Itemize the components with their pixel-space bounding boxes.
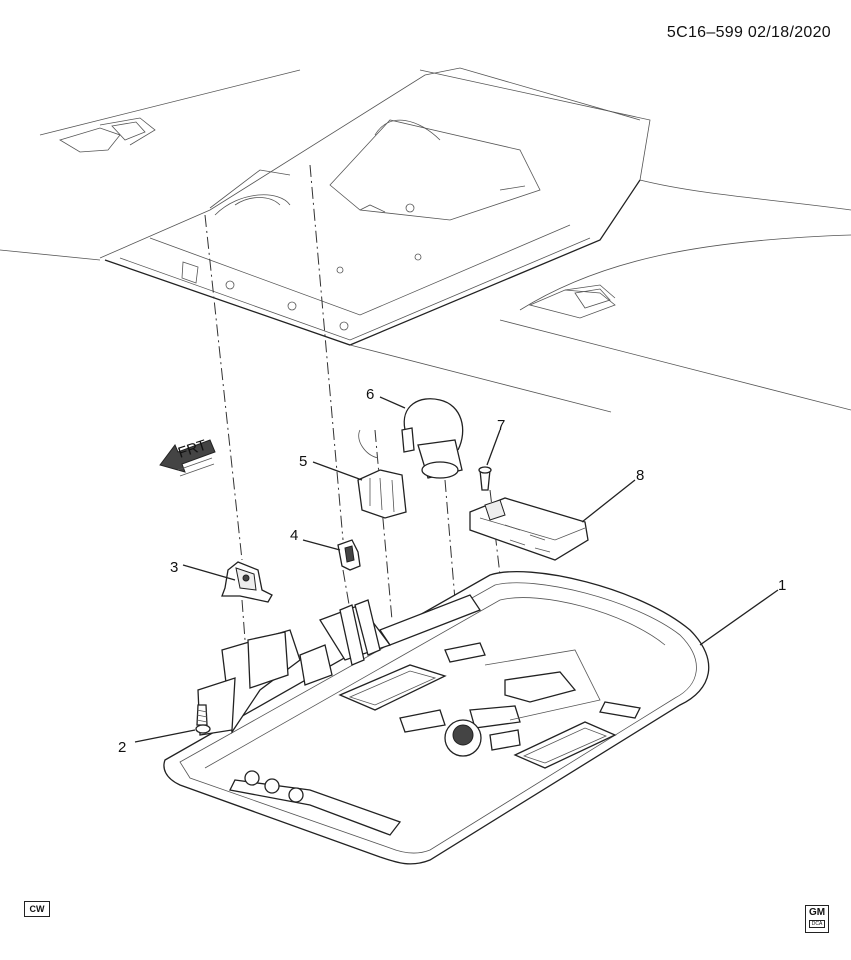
diagram-id-date: 5C16–599 02/18/2020 — [666, 24, 831, 41]
front-direction-arrow: FRT — [159, 437, 216, 477]
callout-8: 8 — [636, 467, 644, 484]
callout-2: 2 — [118, 739, 126, 756]
connector-part-5 — [357, 429, 407, 519]
callout-1: 1 — [778, 577, 786, 594]
screw-part-7 — [478, 466, 492, 491]
harness-part-6 — [401, 398, 464, 479]
gm-logo-icon: GM DCA — [805, 905, 829, 933]
gm-logo-subtext: DCA — [809, 920, 825, 928]
callout-7: 7 — [497, 417, 505, 434]
retainer-part-3 — [221, 561, 273, 603]
overhead-console — [163, 571, 710, 865]
cw-label: CW — [24, 901, 50, 917]
callout-numbers: 1 2 3 4 5 6 7 8 — [118, 386, 786, 756]
screw-part-2 — [195, 704, 211, 734]
callout-5: 5 — [299, 453, 307, 470]
roof-headliner — [0, 67, 851, 413]
direction-label: FRT — [176, 437, 209, 462]
callout-4: 4 — [290, 527, 298, 544]
callout-leaders — [134, 396, 779, 743]
gm-logo-text: GM — [808, 907, 826, 918]
callout-6: 6 — [366, 386, 374, 403]
console-mounting-bracket — [197, 594, 481, 736]
module-part-8 — [469, 497, 589, 561]
callout-3: 3 — [170, 559, 178, 576]
clip-part-4 — [337, 539, 361, 571]
installation-lines — [204, 164, 501, 641]
